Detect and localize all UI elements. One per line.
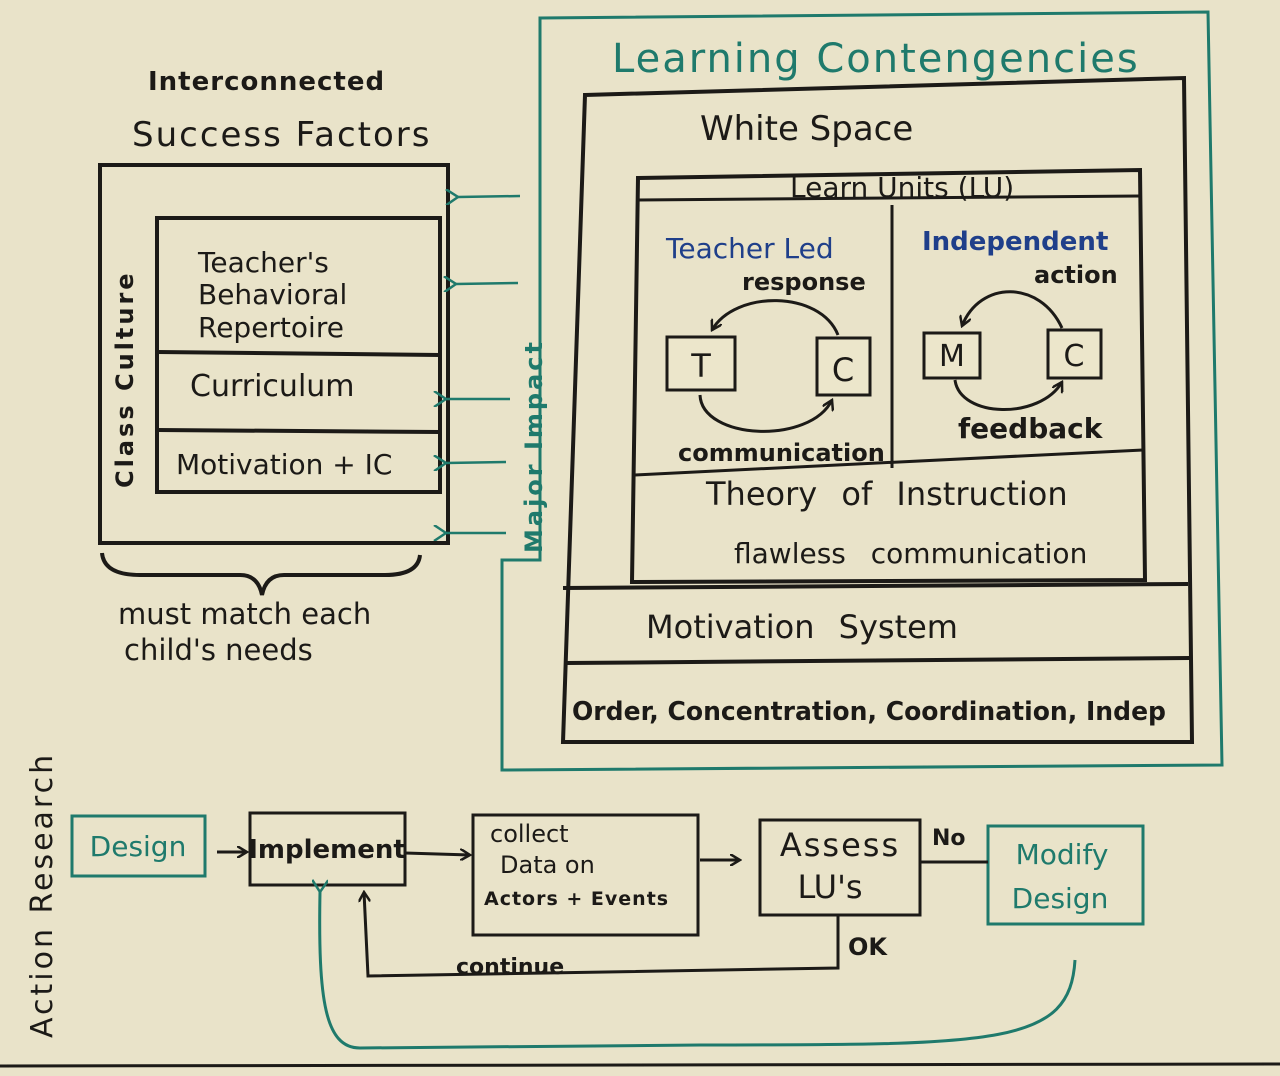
continue-label: continue — [456, 955, 564, 980]
collect-line1: collect — [490, 820, 569, 848]
box-c-independent — [1046, 328, 1103, 380]
box-c-teacher-label: C — [832, 351, 854, 389]
independent-heading: Independent — [922, 227, 1108, 257]
motivation-divider — [562, 582, 1189, 590]
assess-box — [758, 818, 922, 917]
major-impact-label: Major Impact — [520, 339, 548, 553]
row-divider-1 — [156, 350, 441, 357]
inner-factors-box — [155, 216, 442, 494]
action-research-label: Action Research — [25, 752, 60, 1038]
box-m-label: M — [939, 339, 965, 374]
motivation-system-label: Motivation System — [646, 608, 958, 646]
class-culture-box — [98, 163, 450, 545]
feedback-arrow — [953, 379, 1062, 411]
implement-label: Implement — [248, 835, 406, 865]
learn-units-box — [629, 167, 1148, 585]
left-heading-line1: Interconnected — [148, 67, 385, 97]
white-space-label: White Space — [700, 109, 913, 149]
design-box — [70, 814, 207, 878]
collect-line3: Actors + Events — [484, 888, 669, 910]
collect-box — [471, 813, 700, 937]
order-divider — [565, 656, 1191, 665]
theory-line2: flawless communication — [734, 537, 1087, 570]
assess-line2: LU's — [797, 868, 862, 906]
teacher-led-heading: Teacher Led — [665, 232, 834, 265]
row-divider-2 — [156, 428, 441, 434]
row-teachers: Teacher's — [197, 246, 329, 279]
impact-arrow-1 — [458, 196, 521, 197]
feedback-label: feedback — [958, 412, 1104, 445]
bottom-baseline — [0, 1062, 1280, 1068]
impact-arrow-2 — [456, 283, 519, 284]
learning-contingencies-title: Learning Contengencies — [612, 36, 1140, 82]
box-t-label: T — [690, 347, 711, 385]
design-label: Design — [90, 830, 187, 863]
row-motivation-ic: Motivation + IC — [176, 448, 392, 481]
white-space-box — [560, 75, 1195, 744]
communication-label: communication — [678, 439, 885, 467]
row-curriculum: Curriculum — [190, 369, 355, 404]
impact-arrow-4 — [446, 462, 507, 463]
response-label: response — [742, 268, 866, 296]
box-c-teacher — [815, 336, 872, 397]
box-c-independent-label: C — [1064, 339, 1085, 374]
learn-units-label: Learn Units (LU) — [790, 171, 1014, 204]
curly-brace — [100, 552, 422, 596]
action-arrow — [962, 290, 1064, 329]
modify-loop-arrow — [320, 892, 1077, 1050]
brace-note-line2: child's needs — [124, 633, 313, 667]
modify-line2: Design — [1012, 882, 1109, 915]
no-label: No — [932, 826, 966, 851]
response-arrow — [712, 299, 840, 336]
implement-collect-arrow — [404, 853, 470, 855]
collect-line2: Data on — [500, 851, 595, 879]
modify-line1: Modify — [1016, 838, 1109, 871]
continue-loop-arrow — [364, 892, 840, 978]
theory-line1: Theory of Instruction — [705, 475, 1068, 513]
left-heading-line2: Success Factors — [132, 115, 431, 155]
theory-divider — [633, 448, 1144, 477]
learning-contingencies-frame — [500, 10, 1224, 772]
row-behavioral: Behavioral — [198, 278, 347, 311]
learn-units-divider — [637, 194, 1141, 202]
modify-box — [986, 824, 1145, 926]
ok-label: OK — [848, 933, 888, 961]
class-culture-label: Class Culture — [111, 270, 139, 488]
box-t — [665, 335, 737, 392]
assess-line1: Assess — [780, 826, 900, 864]
row-repertoire: Repertoire — [198, 311, 344, 344]
brace-note-line1: must match each — [118, 597, 371, 631]
communication-arrow — [698, 394, 832, 433]
action-label: action — [1034, 261, 1118, 289]
box-m — [922, 331, 982, 380]
order-row-label: Order, Concentration, Coordination, Inde… — [572, 697, 1166, 727]
